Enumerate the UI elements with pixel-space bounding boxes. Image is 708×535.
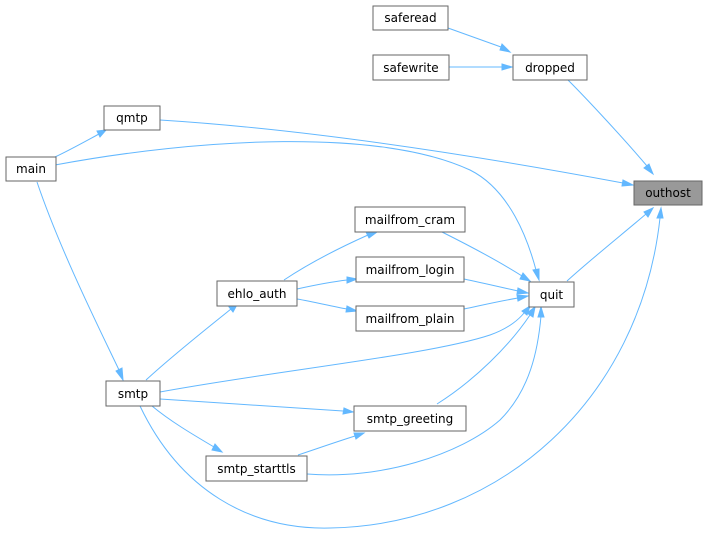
edge-main-quit <box>54 141 540 282</box>
node-qmtp-label: qmtp <box>116 111 148 125</box>
edge-smtp-greeting <box>159 398 355 415</box>
node-main-label: main <box>16 162 46 176</box>
edge-plain-quit <box>463 294 530 310</box>
node-saferead[interactable]: saferead <box>372 5 449 31</box>
edge-greeting-quit <box>436 305 536 405</box>
edge-saferead-dropped <box>447 27 512 53</box>
node-quit-label: quit <box>540 288 564 302</box>
edge-qmtp-outhost <box>159 119 635 187</box>
node-main[interactable]: main <box>5 156 57 182</box>
edge-main-smtp <box>36 181 124 382</box>
node-safewrite[interactable]: safewrite <box>372 54 450 81</box>
edge-smtp-quit <box>159 304 531 393</box>
node-qmtp[interactable]: qmtp <box>103 105 161 131</box>
node-smtp-label: smtp <box>118 387 148 401</box>
edge-dropped-outhost <box>567 79 655 176</box>
node-mailfrom-plain-label: mailfrom_plain <box>366 312 455 326</box>
edge-quit-outhost <box>566 206 655 282</box>
edge-safewrite-dropped <box>449 63 514 71</box>
edge-smtp-starttls <box>151 405 224 453</box>
node-mailfrom-cram-label: mailfrom_cram <box>365 213 455 227</box>
node-mailfrom-login[interactable]: mailfrom_login <box>355 256 465 283</box>
node-smtp-starttls-label: smtp_starttls <box>217 462 296 476</box>
node-dropped-label: dropped <box>525 61 575 75</box>
edge-ehlo-login <box>296 276 359 290</box>
node-safewrite-label: safewrite <box>383 61 438 75</box>
edge-ehlo-plain <box>296 298 359 313</box>
edge-starttls-greeting <box>297 432 366 456</box>
edge-ehlo-cram <box>283 231 379 281</box>
edge-cram-quit <box>441 231 532 282</box>
node-ehlo-auth[interactable]: ehlo_auth <box>216 280 298 307</box>
node-smtp-greeting-label: smtp_greeting <box>367 412 454 426</box>
node-mailfrom-login-label: mailfrom_login <box>366 263 455 277</box>
node-smtp-greeting[interactable]: smtp_greeting <box>353 405 467 432</box>
node-outhost[interactable]: outhost <box>633 180 703 206</box>
node-quit[interactable]: quit <box>528 281 575 308</box>
node-dropped[interactable]: dropped <box>512 54 588 81</box>
node-ehlo-auth-label: ehlo_auth <box>228 287 287 301</box>
node-outhost-label: outhost <box>645 186 691 200</box>
node-smtp-starttls[interactable]: smtp_starttls <box>205 455 308 482</box>
edge-smtp-outhost <box>139 206 664 529</box>
node-mailfrom-plain[interactable]: mailfrom_plain <box>355 305 465 332</box>
node-smtp[interactable]: smtp <box>105 380 161 407</box>
edge-login-quit <box>463 278 530 295</box>
node-mailfrom-cram[interactable]: mailfrom_cram <box>354 206 466 233</box>
node-saferead-label: saferead <box>384 11 436 25</box>
edge-starttls-quit <box>306 305 545 476</box>
edge-smtp-ehlo <box>145 301 240 381</box>
edge-main-qmtp <box>54 129 108 158</box>
